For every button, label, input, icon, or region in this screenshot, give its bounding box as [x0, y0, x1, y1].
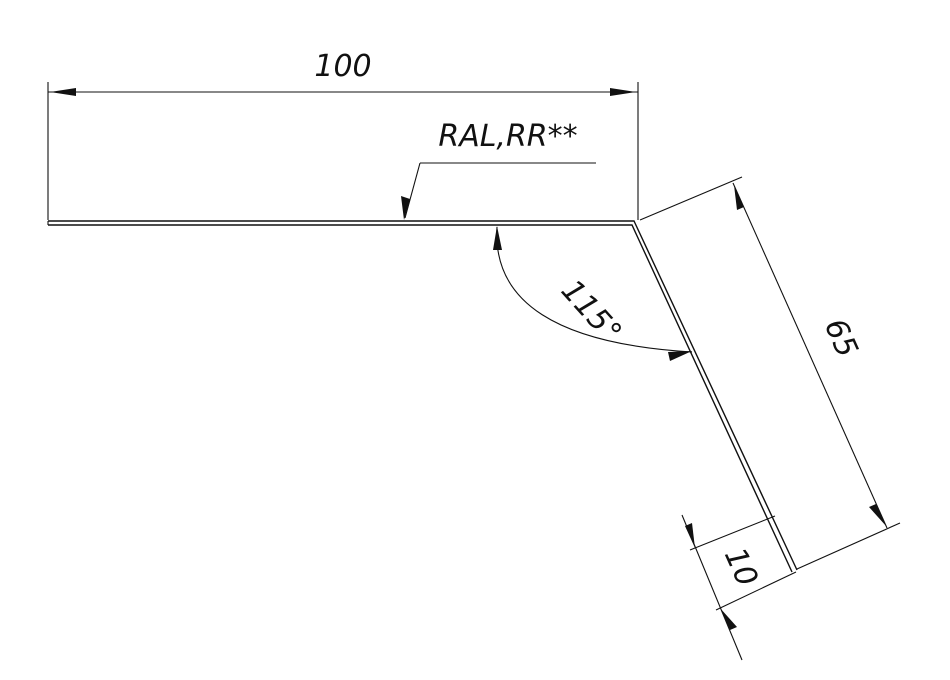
leader-arrow [401, 196, 410, 220]
angle-arc [496, 226, 693, 353]
sheet-profile [47, 220, 798, 573]
arrow-slope-bottom [869, 504, 886, 526]
leader-line [404, 162, 421, 219]
dimension-angle: 115° [493, 226, 693, 361]
slope-label: 65 [817, 314, 865, 363]
arrow-left [50, 88, 76, 96]
arrow-drip-top [685, 523, 695, 548]
angle-label: 115° [554, 273, 628, 350]
dimension-top-width: 100 [47, 49, 639, 220]
coating-callout: RAL,RR** [401, 119, 596, 220]
arrow-right [610, 88, 636, 96]
dimension-line-slope [732, 182, 888, 529]
extension-line-slope-top [639, 176, 743, 221]
extension-line-drip-top [689, 515, 776, 551]
coating-note: RAL,RR** [438, 119, 577, 154]
dimension-drip-edge: 10 [681, 514, 797, 661]
arrow-drip-bottom [720, 608, 737, 630]
extension-line-slope-bottom [796, 522, 901, 570]
angle-arrow-bottom [668, 351, 692, 361]
dimension-slope-length: 65 [639, 176, 901, 570]
angle-arrow-top [493, 226, 502, 250]
dimension-label-100: 100 [314, 49, 371, 84]
drip-label: 10 [717, 543, 765, 592]
extension-line-drip-bottom [715, 571, 797, 611]
arrow-slope-top [734, 185, 744, 210]
